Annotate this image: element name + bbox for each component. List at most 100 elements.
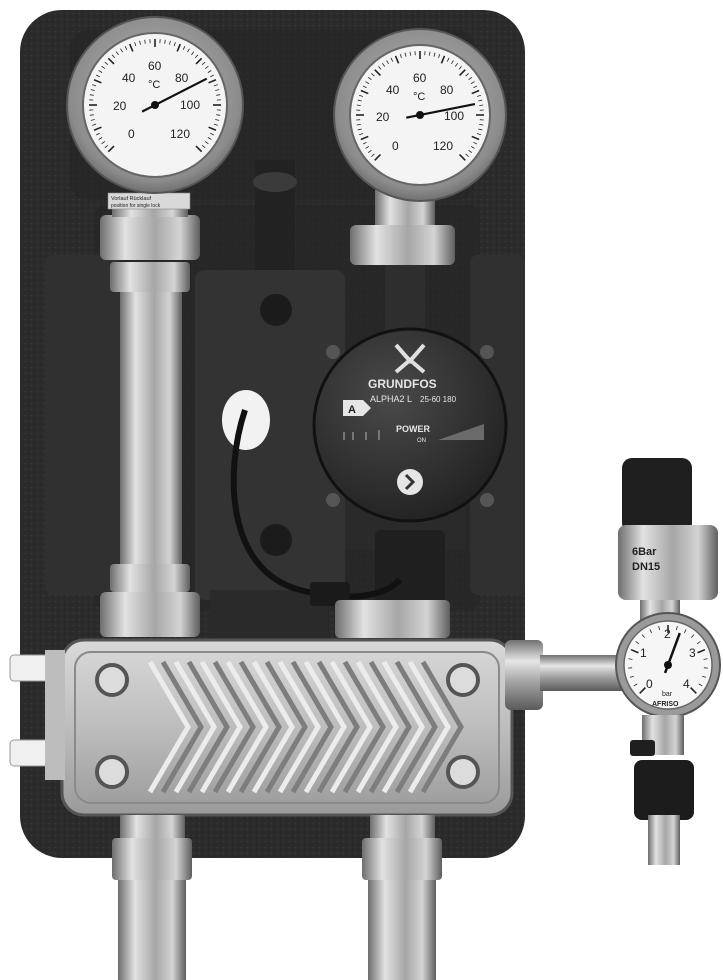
bottom-pipes bbox=[112, 815, 442, 980]
right-thermometer-tick bbox=[451, 60, 454, 65]
grundfos-logo-icon bbox=[394, 343, 426, 374]
left-thermometer-tick bbox=[98, 70, 103, 73]
right-thermometer-tick bbox=[468, 149, 473, 153]
plate-chevron bbox=[264, 660, 308, 794]
right-thermometer-tick bbox=[465, 153, 469, 157]
left-thermometer-tick bbox=[124, 46, 128, 50]
left-thermometer-ticks bbox=[89, 39, 221, 153]
left-thermometer-label-80: 80 bbox=[175, 71, 189, 85]
left-thermometer-tick bbox=[101, 141, 106, 145]
right-thermometer-tick bbox=[365, 81, 370, 84]
left-thermometer-tick bbox=[182, 46, 186, 50]
pressure-gauge-tick bbox=[639, 687, 646, 694]
left-thermometer-tick bbox=[90, 119, 95, 121]
right-thermometer-tick bbox=[356, 104, 361, 107]
pressure-gauge-ticks bbox=[628, 625, 708, 694]
right-thermometer-tick bbox=[357, 99, 362, 102]
pressure-gauge: 0 1 2 3 4 bar AFRISO bbox=[615, 612, 721, 718]
pressure-gauge-tick bbox=[698, 683, 703, 687]
left-thermometer-tick bbox=[207, 70, 212, 73]
pressure-gauge-tick bbox=[702, 675, 707, 678]
right-thermometer-tick bbox=[459, 154, 466, 161]
left-thermometer-tick bbox=[104, 144, 109, 149]
right-thermometer-tick bbox=[378, 66, 382, 70]
left-thermometer-tick bbox=[120, 48, 123, 53]
left-thermometer-tick bbox=[215, 119, 220, 121]
left-thermometer-tick bbox=[107, 57, 115, 65]
right-thermometer-tick bbox=[459, 69, 466, 76]
left-pipe bbox=[100, 195, 200, 637]
left-thermometer-unit: °C bbox=[148, 79, 160, 91]
right-thermometer-tick bbox=[476, 133, 481, 136]
pressure-gauge-tick bbox=[629, 675, 634, 678]
pump-level-bars bbox=[343, 424, 484, 440]
left-thermometer-tick bbox=[134, 42, 137, 47]
right-thermometer-label-20: 20 bbox=[376, 110, 390, 124]
right-thermometer-tick bbox=[471, 89, 480, 95]
right-thermometer-tick bbox=[458, 66, 462, 70]
left-thermometer-tick bbox=[204, 141, 209, 145]
pressure-gauge-tick bbox=[649, 629, 653, 634]
left-thermometer-tick bbox=[201, 61, 206, 66]
left-thermometer-tick bbox=[173, 42, 176, 47]
pressure-gauge-tick bbox=[676, 626, 678, 631]
plate-chevron bbox=[303, 660, 347, 794]
pressure-label-4: 4 bbox=[683, 677, 690, 691]
left-thermometer-label-100: 100 bbox=[180, 98, 200, 112]
right-thermometer-tick bbox=[367, 149, 372, 153]
right-thermometer-tick bbox=[454, 62, 458, 67]
left-thermometer-tick bbox=[208, 126, 217, 131]
right-thermometer-tick bbox=[478, 128, 483, 131]
right-thermometer-tick bbox=[386, 60, 389, 65]
pump-mode-button bbox=[397, 469, 423, 495]
plate-chevron bbox=[355, 660, 399, 794]
right-thermometer-tick bbox=[440, 55, 446, 64]
left-thermometer-tick bbox=[195, 57, 203, 65]
left-thermometer-tick bbox=[101, 65, 106, 69]
right-thermometer-tick bbox=[428, 51, 431, 56]
pressure-gauge-tick bbox=[691, 634, 695, 638]
pump-power-label: POWER bbox=[396, 424, 431, 434]
plate-chevron bbox=[277, 660, 321, 794]
safety-relief-valve: 6Bar DN15 bbox=[618, 458, 718, 620]
left-thermometer-label-40: 40 bbox=[122, 71, 136, 85]
valve-tag-line2: position for single lock bbox=[111, 203, 161, 209]
plate-chevron bbox=[225, 660, 269, 794]
right-thermometer-tick bbox=[357, 128, 362, 131]
plate-chevron bbox=[342, 660, 386, 794]
right-thermometer-tick bbox=[362, 85, 367, 89]
right-thermometer-tick bbox=[394, 55, 400, 64]
left-thermometer-tick bbox=[93, 126, 102, 131]
left-thermometer-tick bbox=[92, 84, 97, 87]
left-thermometer-tick bbox=[93, 79, 102, 84]
pressure-label-3: 3 bbox=[689, 646, 696, 660]
mode-badge-shape bbox=[343, 400, 371, 416]
pressure-label-1: 1 bbox=[640, 646, 647, 660]
right-thermometer-tick bbox=[473, 141, 478, 145]
valve-tag: Vorlauf Rücklauf position for single loc… bbox=[107, 192, 191, 210]
left-thermometer: 0 20 40 60 80 100 120 °C bbox=[66, 16, 244, 194]
right-thermometer-tick bbox=[473, 85, 478, 89]
right-thermometer-tick bbox=[470, 81, 475, 84]
left-thermometer-label-120: 120 bbox=[170, 127, 190, 141]
right-thermometer-tick bbox=[465, 73, 469, 77]
right-thermometer-ticks bbox=[356, 51, 484, 161]
pressure-unit: bar bbox=[662, 691, 673, 698]
plate-chevron bbox=[160, 660, 204, 794]
side-connectors bbox=[9, 650, 65, 780]
pressure-gauge-tick bbox=[697, 648, 706, 654]
left-thermometer-tick bbox=[115, 51, 119, 56]
right-thermometer-label-80: 80 bbox=[440, 83, 454, 97]
pressure-gauge-tick bbox=[703, 658, 708, 660]
ball-valve bbox=[630, 715, 694, 865]
plate-chevron bbox=[186, 660, 230, 794]
right-thermometer-tick bbox=[479, 104, 484, 107]
left-thermometer-label-20: 20 bbox=[113, 99, 127, 113]
pump-brand: GRUNDFOS bbox=[368, 377, 437, 391]
right-thermometer-tick bbox=[374, 154, 381, 161]
left-thermometer-tick bbox=[144, 39, 146, 44]
pump-mode-badge: A bbox=[348, 404, 356, 416]
right-thermometer-tick bbox=[470, 146, 475, 149]
right-thermometer-tick bbox=[360, 135, 369, 141]
